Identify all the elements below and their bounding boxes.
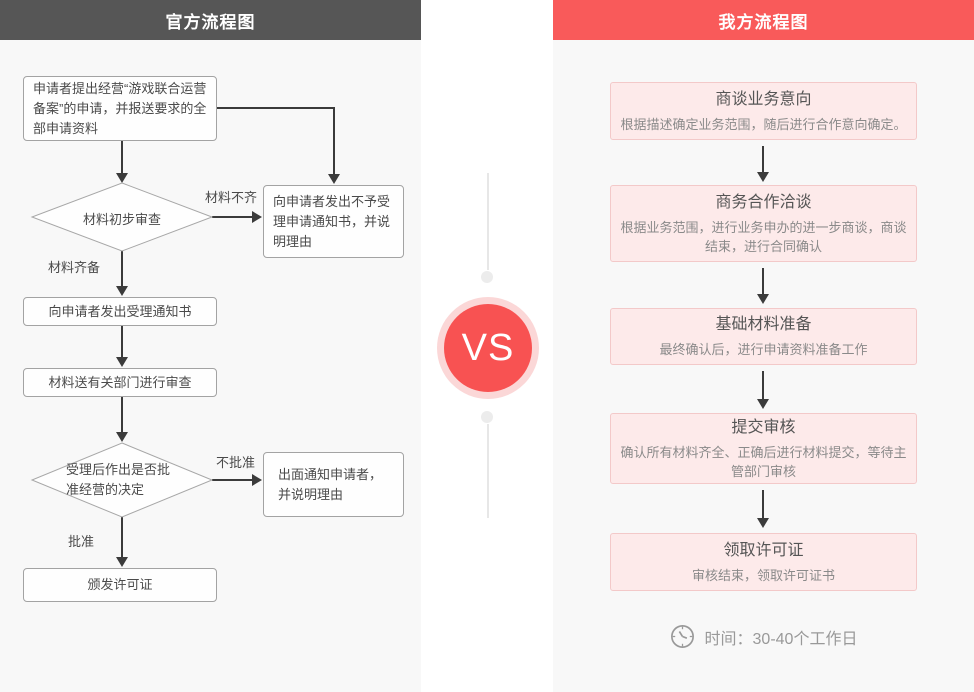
- time-estimate-row: 时间：30-40个工作日: [553, 624, 974, 649]
- vs-divider: VS: [421, 0, 553, 692]
- vs-label: VS: [461, 326, 515, 369]
- flowchart-connectors: [30, 107, 340, 567]
- flow-node-start-text: 申请者提出经营“游戏联合运营备案”的申请，并报送要求的全部申请资料: [33, 80, 207, 136]
- branch-label-complete: 材料齐备: [48, 260, 101, 275]
- flow-arrow-heads: [116, 173, 340, 567]
- our-step-cooperation-talks: 商务合作洽谈 根据业务范围，进行业务申办的进一步商谈，商谈结束，进行合同确认: [610, 185, 917, 262]
- step-title: 商务合作洽谈: [715, 193, 812, 211]
- arrowhead: [252, 474, 262, 486]
- flow-node-dept-review: 材料送有关部门进行审查: [23, 368, 217, 397]
- our-step-business-intent: 商谈业务意向 根据描述确定业务范围，随后进行合作意向确定。: [610, 82, 917, 140]
- divider-dot-bottom: [481, 411, 493, 423]
- flow-arrow-lines: [121, 107, 335, 558]
- step-title: 基础材料准备: [715, 316, 812, 333]
- flow-node-issue-license-text: 颁发许可证: [87, 577, 153, 592]
- flow-node-start: 申请者提出经营“游戏联合运营备案”的申请，并报送要求的全部申请资料: [23, 76, 217, 141]
- vs-badge-ring: VS: [437, 297, 539, 399]
- our-panel-title: 我方流程图: [718, 12, 809, 32]
- our-step-submit-review: 提交审核 确认所有材料齐全、正确后进行材料提交，等待主管部门审核: [610, 413, 917, 484]
- flow-node-dept-review-text: 材料送有关部门进行审查: [48, 374, 192, 390]
- step-desc: 确认所有材料齐全、正确后进行材料提交，等待主管部门审核: [620, 444, 907, 479]
- our-step-materials-prep: 基础材料准备 最终确认后，进行申请资料准备工作: [610, 308, 917, 365]
- divider-line-bottom: [487, 424, 489, 518]
- our-flowchart-panel: 我方流程图 商谈业务意向 根据描述确定业务范围，随后进行合作意向确定。 商务合作…: [553, 0, 974, 692]
- official-flowchart: 申请者提出经营“游戏联合运营备案”的申请，并报送要求的全部申请资料 材料初步审查…: [0, 40, 421, 692]
- flow-node-reject-notice: 向申请者发出不予受理申请通知书，并说明理由: [263, 185, 404, 258]
- arrowhead: [252, 211, 262, 223]
- our-step-get-license: 领取许可证 审核结束，领取许可证书: [610, 533, 917, 591]
- official-panel-header: 官方流程图: [0, 0, 421, 40]
- vs-badge: VS: [444, 304, 532, 392]
- step-title: 商谈业务意向: [715, 90, 812, 108]
- flow-node-accept-notice: 向申请者发出受理通知书: [23, 297, 217, 326]
- arrowhead: [116, 432, 128, 442]
- branch-label-approved: 批准: [68, 534, 95, 549]
- arrowhead: [116, 286, 128, 296]
- step-arrow-4: [757, 490, 769, 528]
- branch-label-incomplete: 材料不齐: [205, 190, 258, 205]
- time-estimate-text: 时间：30-40个工作日: [704, 630, 858, 648]
- step-desc: 根据描述确定业务范围，随后进行合作意向确定。: [620, 116, 907, 132]
- arrowhead: [328, 174, 340, 184]
- step-title: 领取许可证: [723, 541, 804, 559]
- our-panel-header: 我方流程图: [553, 0, 974, 40]
- flow-node-accept-notice-text: 向申请者发出受理通知书: [48, 303, 192, 319]
- flow-node-notify-applicant-text: 出面通知申请者，并说明理由: [278, 466, 383, 502]
- step-arrow-2: [757, 268, 769, 304]
- step-arrow-1: [757, 146, 769, 182]
- official-panel-title: 官方流程图: [165, 12, 256, 32]
- step-desc: 根据业务范围，进行业务申办的进一步商谈，商谈结束，进行合同确认: [620, 219, 907, 254]
- arrowhead: [116, 557, 128, 567]
- decision-diamond-initial-review: [30, 182, 214, 252]
- clock-icon: [670, 625, 694, 648]
- divider-line-top: [487, 173, 489, 270]
- official-flowchart-panel: 官方流程图: [0, 0, 421, 692]
- divider-dot-top: [481, 271, 493, 283]
- step-title: 提交审核: [731, 418, 796, 436]
- flow-node-issue-license: 颁发许可证: [23, 568, 217, 602]
- arrowhead: [116, 357, 128, 367]
- decision-approval-label: 受理后作出是否批准经营的决定: [66, 462, 171, 497]
- flow-decision-shapes: [30, 182, 214, 518]
- branch-label-not-approved: 不批准: [216, 455, 256, 470]
- flow-node-reject-notice-text: 向申请者发出不予受理申请通知书，并说明理由: [273, 193, 391, 249]
- decision-initial-review-label: 材料初步审查: [82, 212, 161, 227]
- arrow-start-to-reject: [217, 107, 335, 175]
- decision-diamond-approval: [30, 442, 214, 518]
- step-desc: 审核结束，领取许可证书: [691, 567, 835, 583]
- step-arrow-3: [757, 371, 769, 409]
- flow-node-notify-applicant: 出面通知申请者，并说明理由: [263, 452, 404, 517]
- step-desc: 最终确认后，进行申请资料准备工作: [659, 342, 868, 357]
- arrowhead: [116, 173, 128, 183]
